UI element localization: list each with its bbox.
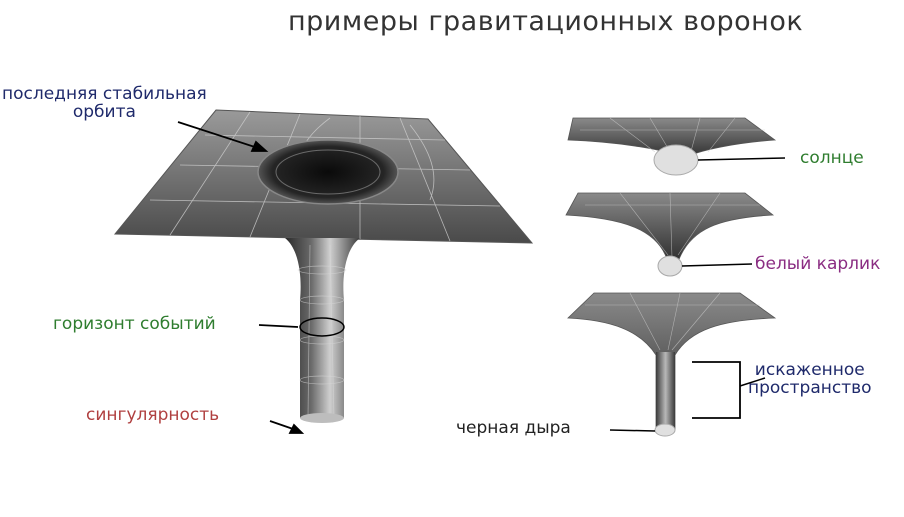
- label-black-hole: черная дыра: [456, 418, 571, 438]
- white-dwarf-funnel: [565, 192, 775, 277]
- arrow-last-orbit: [177, 121, 259, 149]
- label-warped-space-line2: пространство: [748, 377, 872, 398]
- label-sun: солнце: [800, 148, 864, 168]
- black-hole-large-funnel: [113, 109, 534, 423]
- leader-event-horizon: [258, 324, 299, 328]
- label-last-stable-orbit-line2: орбита: [72, 101, 136, 122]
- label-last-stable-orbit-line1: последняя стабильная: [2, 84, 207, 104]
- label-warped-space-line1: искаженное: [754, 360, 865, 380]
- arrow-head-last-orbit: [250, 140, 269, 152]
- page-title: примеры гравитационных воронок: [288, 6, 804, 37]
- label-singularity: сингулярность: [86, 405, 220, 425]
- black-hole-small-funnel: [567, 292, 777, 437]
- sun-funnel: [567, 117, 786, 176]
- label-warped-space: искаженное пространство: [748, 360, 872, 398]
- label-white-dwarf: белый карлик: [755, 254, 881, 274]
- label-last-stable-orbit: последняя стабильная орбита: [2, 84, 207, 122]
- arrow-head-singularity: [288, 423, 305, 434]
- label-event-horizon: горизонт событий: [53, 314, 216, 334]
